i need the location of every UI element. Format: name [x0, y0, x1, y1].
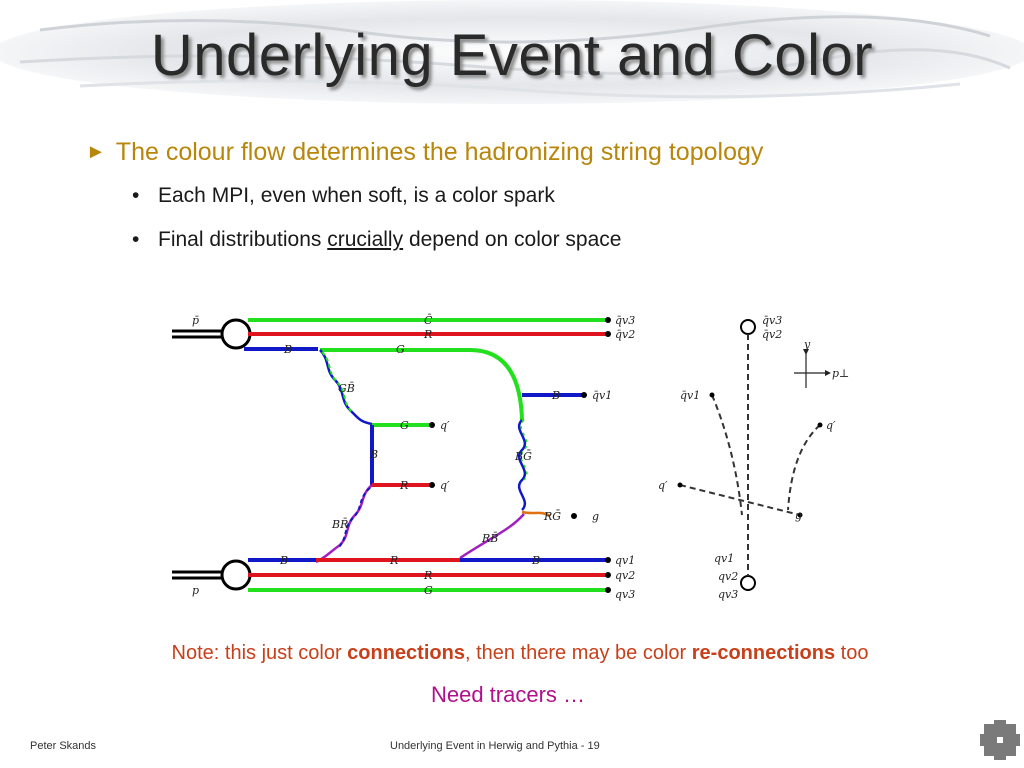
note-bold-connections: connections: [347, 642, 465, 664]
label-qv2bar: q̄v2: [615, 328, 635, 341]
label-b-bottom: B: [279, 554, 288, 567]
label-b-mid: B: [369, 448, 378, 461]
note-post: too: [835, 642, 869, 664]
sub-bullet-2-post: depend on color space: [403, 228, 622, 251]
panel-label-g: g: [795, 509, 802, 522]
label-qprime-1: q′: [440, 419, 450, 432]
label-g-right: g: [592, 510, 599, 523]
fermilab-logo-icon: [980, 720, 1020, 760]
gluon-top-left: [319, 349, 373, 426]
panel-label-qv3: qv3: [718, 588, 738, 601]
sub-bullet-2-pre: Final distributions: [158, 228, 328, 251]
panel-label-qprime-r: q′: [826, 419, 836, 432]
label-qv1bar: q̄v1: [592, 389, 612, 402]
bullet-dot-icon: •: [132, 228, 140, 251]
label-g-top: G: [396, 343, 405, 356]
label-qv2: qv2: [615, 569, 635, 582]
footer-author: Peter Skands: [30, 740, 97, 752]
label-qv3: qv3: [615, 588, 635, 601]
footer-title: Underlying Event in Herwig and Pythia - …: [390, 740, 600, 752]
note-text: Note: this just color connections, then …: [0, 642, 1024, 665]
title-banner: [0, 0, 1024, 104]
note-bold-reconnections: re-connections: [691, 642, 836, 664]
gluon-bottom-right: [459, 513, 525, 560]
label-bgbar: BḠ: [514, 449, 532, 463]
panel-label-qv2bar: q̄v2: [762, 328, 782, 341]
label-r-bottom: R: [389, 554, 398, 567]
color-flow-diagram: p̄ p C̄ R B G GB̄ G q′ B R q′ BR̄ B q̄v1…: [172, 314, 849, 601]
bullet-dot-icon: •: [132, 184, 140, 207]
note-mid: , then there may be color: [464, 642, 692, 664]
panel-label-qv2: qv2: [718, 570, 738, 583]
label-qv1: qv1: [615, 554, 635, 567]
label-r-top: R: [423, 328, 432, 341]
sub-bullet-2: • Final distributions crucially depend on…: [132, 228, 621, 252]
label-b-right: B: [551, 389, 560, 402]
panel-label-qv3bar: q̄v3: [762, 314, 782, 327]
main-bullet: ► The colour flow determines the hadroniz…: [86, 138, 763, 167]
beam-top: p̄: [172, 314, 252, 350]
main-bullet-text: The colour flow determines the hadronizi…: [115, 138, 764, 166]
line-top-green-curve: [320, 348, 524, 421]
label-g-mid: G: [400, 419, 409, 432]
transverse-plane-panel: y p⊥ q̄v3 q̄v2 q̄v1 q′ q′ g qv1 qv2 qv3: [658, 314, 849, 601]
label-cbar: C̄: [424, 314, 433, 327]
label-rgbar: RḠ: [543, 509, 561, 523]
label-qv3bar: q̄v3: [615, 314, 635, 327]
slide-title: Underlying Event and Color: [150, 23, 874, 88]
label-rbbar: RB̄: [481, 532, 498, 545]
panel-label-qv1bar: q̄v1: [680, 389, 700, 402]
axis-y-label: y: [803, 338, 811, 351]
panel-label-qv1: qv1: [714, 552, 734, 565]
label-brbar: BR̄: [331, 518, 348, 531]
label-b-bottom-right: B: [531, 554, 540, 567]
sub-bullet-1: • Each MPI, even when soft, is a color sp…: [132, 184, 555, 208]
label-gbbar: GB̄: [338, 382, 355, 395]
sub-bullet-2-emph: crucially: [327, 228, 404, 251]
note-pre: Note: this just color: [171, 642, 348, 664]
tracers-text: Need tracers …: [430, 682, 586, 707]
panel-label-qprime-l: q′: [658, 479, 668, 492]
sub-bullet-1-text: Each MPI, even when soft, is a color spa…: [158, 184, 555, 207]
label-pbar: p̄: [192, 314, 199, 327]
label-p: p: [192, 584, 199, 597]
label-g-bottom: G: [424, 584, 433, 597]
gluon-right: [517, 419, 527, 511]
axis-pt-label: p⊥: [832, 367, 849, 380]
label-qprime-2: q′: [440, 479, 450, 492]
label-r-bottom2: R: [423, 569, 432, 582]
beam-bottom: p: [172, 559, 252, 597]
label-b-top: B: [283, 343, 292, 356]
triangle-bullet-icon: ►: [86, 141, 106, 163]
label-r-mid: R: [399, 479, 408, 492]
